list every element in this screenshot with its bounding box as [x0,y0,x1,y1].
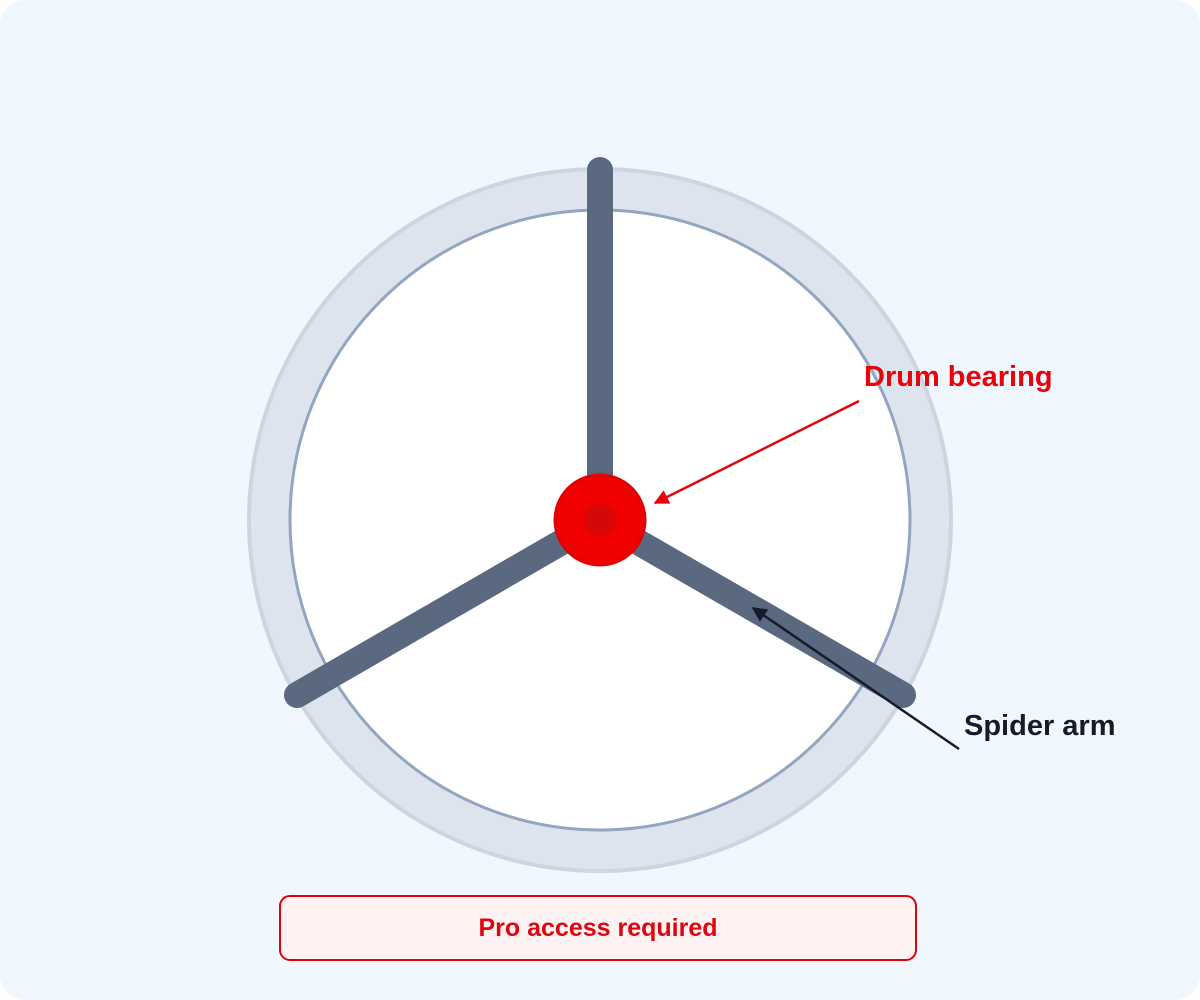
spider-arm-right [587,507,916,708]
spider-arm-callout-line [751,606,960,751]
spider-arm-left [284,507,613,708]
drum-bearing-core [584,504,616,536]
drum-bearing-label: Drum bearing [864,361,1053,393]
pro-access-button[interactable]: Pro access required [279,895,917,961]
spider [284,157,916,708]
spider-arm-label: Spider arm [964,710,1116,742]
drum-bearing-callout-line [653,399,860,505]
pro-access-label: Pro access required [478,913,718,942]
